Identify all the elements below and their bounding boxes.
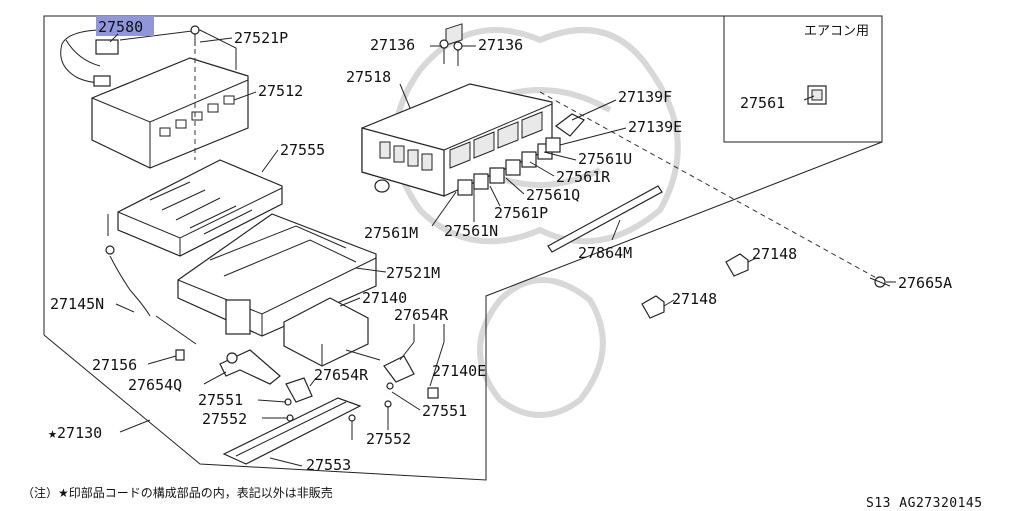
- label-27654R-lower: 27654R: [314, 366, 369, 384]
- label-27665A: 27665A: [898, 274, 952, 292]
- washer-27551-b: [386, 382, 394, 390]
- control-head-27518: [361, 83, 553, 197]
- clip-27148-upper: [725, 253, 749, 277]
- label-27654R-upper: 27654R: [394, 306, 449, 324]
- cable-27145N: [105, 214, 197, 345]
- plate-27140: [283, 297, 381, 367]
- inset-box: [723, 15, 883, 143]
- label-27561-inset: 27561: [740, 94, 785, 112]
- label-27512: 27512: [258, 82, 303, 100]
- label-27136-right: 27136: [478, 36, 523, 54]
- label-27130: ★27130: [48, 424, 102, 442]
- label-27551-right: 27551: [422, 402, 467, 420]
- diagram-code: S13 AG27320145: [866, 496, 983, 511]
- lever-27654Q: [219, 349, 281, 385]
- label-27552-right: 27552: [366, 430, 411, 448]
- screw-27521P: [190, 25, 200, 46]
- label-27864M: 27864M: [578, 244, 632, 262]
- label-27551-left: 27551: [198, 391, 243, 409]
- label-27654Q: 27654Q: [128, 376, 182, 394]
- label-27148-upper: 27148: [752, 245, 797, 263]
- label-27148-lower: 27148: [672, 290, 717, 308]
- label-27136-left: 27136: [370, 36, 415, 54]
- lever-27654R-upper: [383, 355, 415, 383]
- label-27561N: 27561N: [444, 222, 498, 240]
- label-27552-left: 27552: [202, 410, 247, 428]
- knob-27139F: [554, 113, 585, 137]
- footnote: （注）★印部品コードの構成部品の内，表記以外は非販売: [22, 486, 333, 500]
- part-labels: 27580 27521P 27512 27555 27136 27136 275…: [48, 18, 952, 474]
- label-27140E: 27140E: [432, 362, 486, 380]
- label-27580: 27580: [98, 18, 143, 36]
- label-27521P: 27521P: [234, 29, 288, 47]
- part-27140E: [427, 387, 439, 399]
- label-27139E: 27139E: [628, 118, 682, 136]
- label-27561M: 27561M: [364, 224, 418, 242]
- screw-27665A: [869, 276, 891, 288]
- label-27561P: 27561P: [494, 204, 548, 222]
- label-27156: 27156: [92, 356, 137, 374]
- label-27555: 27555: [280, 141, 325, 159]
- label-27139F: 27139F: [618, 88, 672, 106]
- label-27140: 27140: [362, 289, 407, 307]
- label-highlight: [96, 16, 154, 36]
- module-27512: [91, 29, 249, 169]
- strip-27864M: [547, 185, 663, 253]
- label-27561R: 27561R: [556, 168, 611, 186]
- label-27561Q: 27561Q: [526, 186, 580, 204]
- inset-button-face: [811, 89, 823, 101]
- harness-27580: [60, 29, 119, 87]
- clip-27156: [175, 349, 185, 361]
- assembly-outline: [43, 15, 883, 481]
- lever-27654R-lower: [285, 377, 313, 403]
- leader-lines: [109, 33, 896, 467]
- label-27561U: 27561U: [578, 150, 632, 168]
- inset-title: エアコン用: [804, 24, 869, 39]
- plate-27555: [117, 159, 283, 257]
- label-27521M: 27521M: [386, 264, 440, 282]
- plate-27553: [222, 397, 362, 465]
- label-27518: 27518: [346, 68, 391, 86]
- label-27145N: 27145N: [50, 295, 104, 313]
- label-27553: 27553: [306, 456, 351, 474]
- knob-27139E: [545, 137, 561, 153]
- clip-27148-lower: [641, 295, 665, 319]
